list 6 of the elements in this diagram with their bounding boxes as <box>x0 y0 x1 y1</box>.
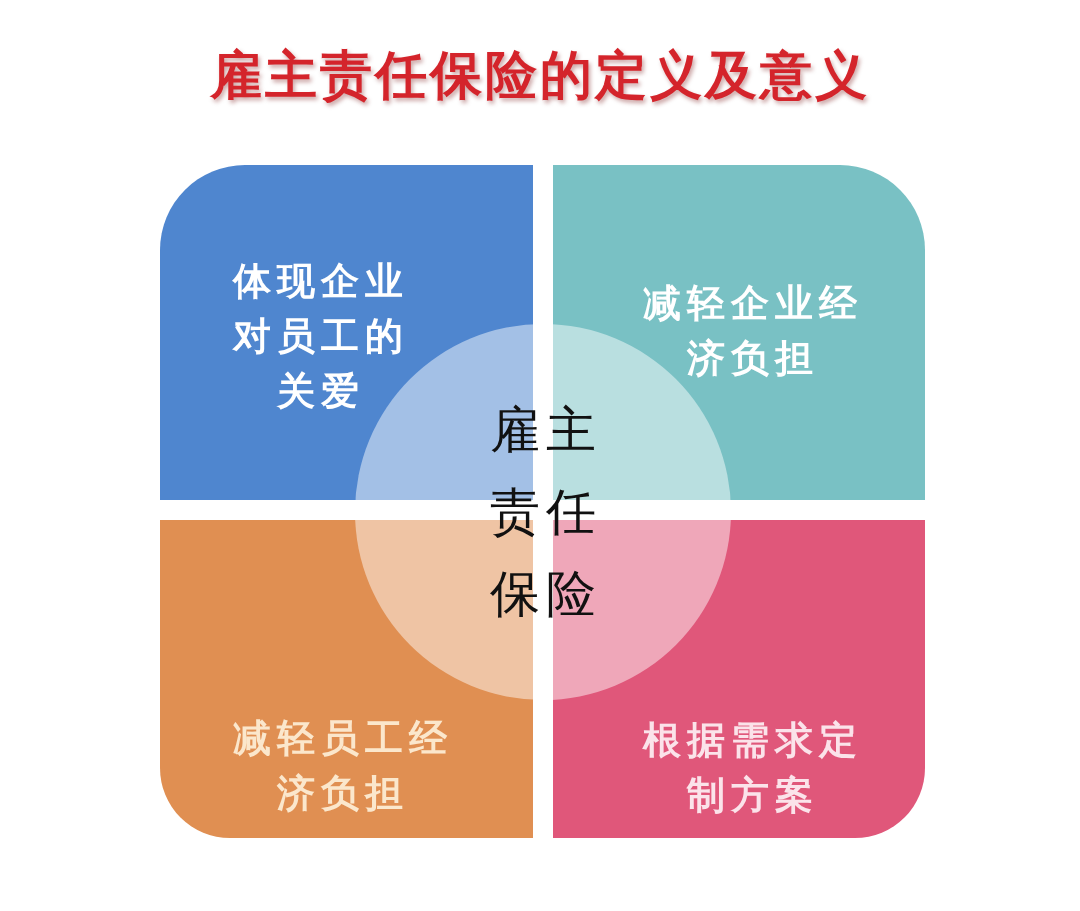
panel-text: 减轻员工经济负担 <box>232 714 454 817</box>
circle-text: 雇主责任保险 <box>489 400 603 625</box>
title: 雇主责任保险的定义及意义 <box>210 44 870 107</box>
panel-text: 根据需求定制方案 <box>641 716 864 819</box>
panel-text: 体现企业对员工的关爱 <box>231 257 410 415</box>
panel-text: 减轻企业经济负担 <box>642 279 864 382</box>
